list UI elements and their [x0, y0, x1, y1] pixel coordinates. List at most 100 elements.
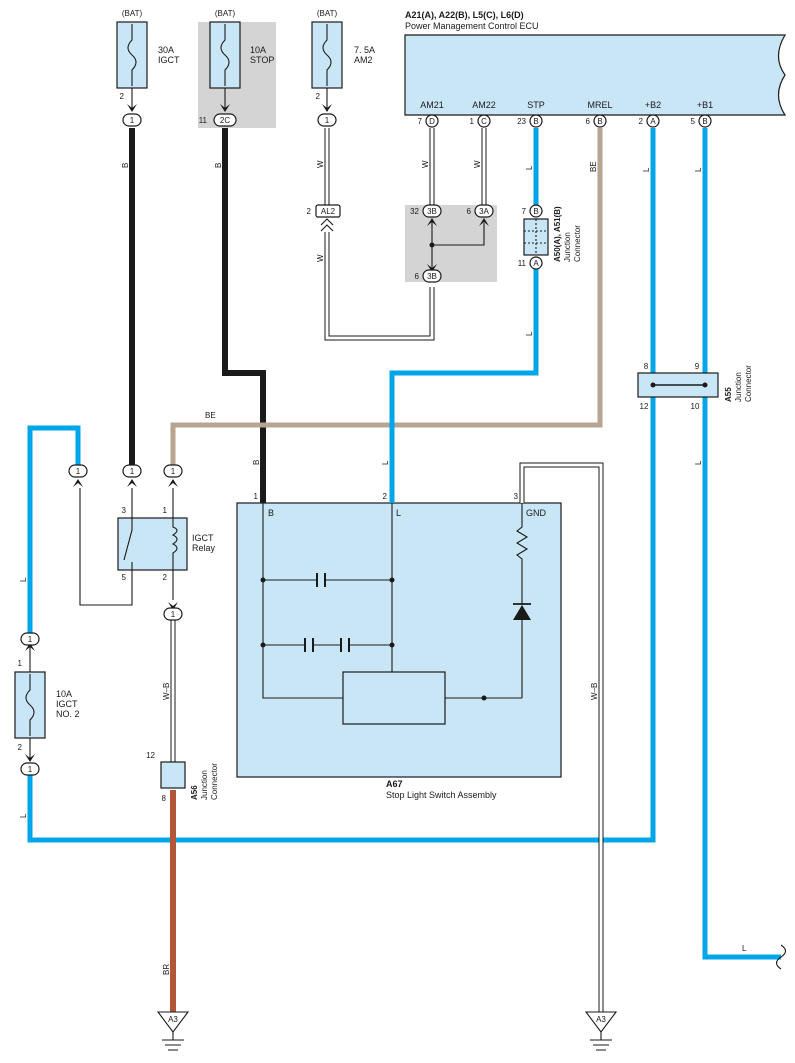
ecu-subtitle: Power Management Control ECU [405, 21, 539, 31]
ecu-pin-am21-name: AM21 [420, 100, 444, 110]
fuse-am2: (BAT) 7. 5A AM2 2 [311, 9, 375, 110]
svg-text:L: L [396, 508, 401, 518]
svg-text:W–B: W–B [162, 683, 171, 700]
svg-text:6: 6 [586, 117, 591, 126]
svg-text:BE: BE [589, 161, 598, 172]
wire-wb-gnd [519, 462, 604, 1012]
svg-text:6: 6 [467, 207, 472, 216]
ecu-pin-stp: B 23 [517, 114, 543, 128]
svg-text:L: L [694, 167, 703, 172]
svg-text:2: 2 [316, 92, 321, 101]
svg-text:IGCT: IGCT [56, 699, 78, 709]
svg-text:L: L [19, 813, 28, 818]
svg-text:3A: 3A [479, 207, 489, 216]
svg-text:STOP: STOP [250, 55, 274, 65]
svg-text:A: A [533, 259, 539, 268]
fuse-igct-no2: 10A IGCT NO. 2 1 2 [14, 645, 80, 760]
svg-text:8: 8 [162, 794, 167, 803]
svg-text:B: B [533, 207, 538, 216]
svg-text:L: L [381, 460, 390, 465]
svg-text:3: 3 [514, 492, 519, 501]
svg-text:W: W [473, 160, 482, 168]
junction-a55: 8 9 12 10 A55 Junction Connector [637, 362, 753, 411]
ecu-pin-am22: C 1 [470, 114, 491, 128]
svg-text:A3: A3 [168, 1015, 178, 1024]
svg-text:B: B [702, 117, 707, 126]
svg-text:3: 3 [122, 506, 127, 515]
ecu-title: A21(A), A22(B), L5(C), L6(D) [405, 10, 524, 20]
svg-text:10A: 10A [56, 689, 72, 699]
svg-text:(BAT): (BAT) [215, 9, 236, 18]
svg-text:Connector: Connector [573, 225, 582, 262]
svg-text:10: 10 [691, 402, 700, 411]
svg-text:L: L [19, 577, 28, 582]
connector-stop-out: 2C 11 [199, 113, 237, 127]
svg-text:1: 1 [325, 116, 330, 125]
a67-code: A67 [386, 779, 403, 789]
continuation-mark [775, 944, 787, 970]
svg-text:2: 2 [18, 743, 23, 752]
ecu-pin-am21: D 7 [418, 114, 439, 128]
svg-text:8: 8 [644, 362, 649, 371]
svg-text:3B: 3B [427, 207, 437, 216]
svg-text:7: 7 [418, 117, 423, 126]
svg-text:W–B: W–B [590, 683, 599, 700]
junction-a56: 12 8 A56 Junction Connector [146, 751, 219, 803]
svg-text:Relay: Relay [192, 543, 216, 553]
svg-text:1: 1 [130, 116, 135, 125]
svg-text:1: 1 [470, 117, 475, 126]
svg-text:BE: BE [205, 411, 216, 420]
svg-text:1: 1 [130, 467, 135, 476]
connector-al2: AL2 2 [307, 204, 341, 232]
svg-text:2: 2 [163, 573, 168, 582]
svg-text:11: 11 [518, 259, 527, 268]
fuse-igct: (BAT) 30A IGCT 2 [116, 9, 180, 110]
svg-text:1: 1 [254, 492, 259, 501]
svg-text:2C: 2C [220, 116, 230, 125]
svg-text:NO. 2: NO. 2 [56, 709, 80, 719]
svg-text:(BAT): (BAT) [122, 9, 143, 18]
svg-text:Junction: Junction [200, 770, 209, 800]
svg-text:32: 32 [410, 207, 419, 216]
svg-text:1: 1 [28, 635, 33, 644]
svg-text:1: 1 [28, 765, 33, 774]
svg-text:(BAT): (BAT) [317, 9, 338, 18]
ecu-pin-stp-name: STP [527, 100, 545, 110]
svg-text:1: 1 [171, 467, 176, 476]
svg-text:3B: 3B [427, 272, 437, 281]
svg-text:5: 5 [691, 117, 696, 126]
svg-text:B: B [268, 508, 274, 518]
svg-text:2: 2 [639, 117, 644, 126]
svg-text:L: L [525, 165, 534, 170]
svg-text:W: W [316, 254, 325, 262]
svg-text:AM2: AM2 [354, 55, 373, 65]
wire-b-stop [222, 128, 266, 503]
svg-text:23: 23 [517, 117, 526, 126]
svg-text:1: 1 [76, 467, 81, 476]
connector-igct-out: 1 [122, 113, 142, 127]
svg-text:B: B [533, 117, 538, 126]
svg-text:W: W [316, 160, 325, 168]
svg-text:7. 5A: 7. 5A [354, 45, 375, 55]
svg-text:L: L [742, 944, 747, 953]
ecu-box [404, 34, 787, 116]
svg-text:A3: A3 [596, 1015, 606, 1024]
svg-text:W: W [421, 160, 430, 168]
junction-grey-3a: 3A 6 [467, 204, 494, 218]
svg-text:A: A [650, 117, 656, 126]
svg-text:1: 1 [18, 659, 23, 668]
ground-right: A3 [584, 1011, 618, 1051]
junction-highlight [405, 205, 497, 282]
svg-text:12: 12 [146, 751, 155, 760]
svg-text:6: 6 [415, 272, 420, 281]
ecu-pin-mrel-name: MREL [587, 100, 612, 110]
junction-grey-3b-bottom: 3B 6 [415, 269, 442, 283]
svg-text:L: L [642, 167, 651, 172]
wire-l-left [27, 425, 81, 635]
fuse-stop: (BAT) 10A STOP [209, 9, 274, 110]
svg-text:2: 2 [383, 492, 388, 501]
a67-box [236, 502, 562, 778]
svg-text:2: 2 [307, 207, 312, 216]
ground-left: A3 [156, 1011, 190, 1051]
